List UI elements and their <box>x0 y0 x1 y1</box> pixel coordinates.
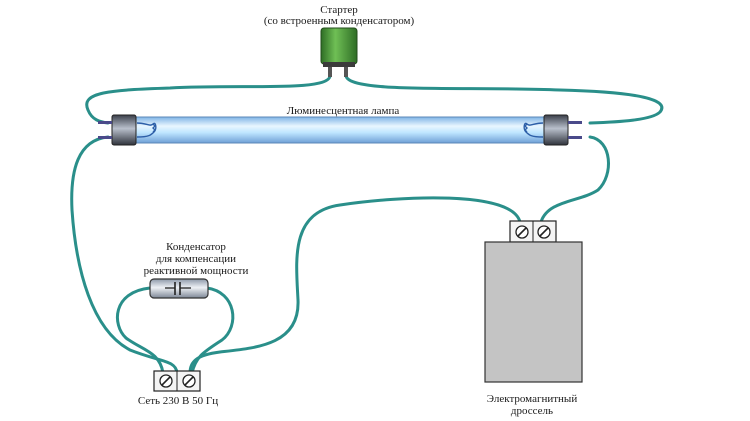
capacitor-icon <box>149 278 209 299</box>
mains-screw-left-slot <box>161 376 171 386</box>
fluorescent-lamp: Люминесцентная лампа <box>98 105 582 146</box>
capacitor-label-line3: реактивной мощности <box>144 265 249 277</box>
choke-label-line1: Электромагнитный <box>487 393 578 405</box>
wire-lamp-right-to-choke <box>539 135 610 224</box>
mains-screw-right-slot <box>184 376 194 386</box>
wire-starter-right <box>344 74 664 125</box>
starter-base <box>323 62 355 67</box>
mains-label: Сеть 230 В 50 Гц <box>138 395 218 407</box>
capacitor: Конденсатор для компенсации реактивной м… <box>144 241 249 299</box>
right-filament-icon <box>523 122 544 138</box>
lamp-right-cap <box>543 114 569 146</box>
lamp-right-pin-top <box>568 121 582 124</box>
starter-subtitle: (со встроенным конденсатором) <box>264 15 415 27</box>
fluorescent-tube-icon <box>134 116 546 144</box>
starter-pin-right <box>344 67 348 77</box>
lamp-right-pin-bottom <box>568 136 582 139</box>
wire-capacitor-left <box>115 286 165 375</box>
capacitor-label-line2: для компенсации <box>156 253 236 265</box>
choke-screw-left-slot <box>517 227 527 237</box>
lamp-left-pin-bottom <box>98 136 112 139</box>
choke-body-icon <box>484 241 583 383</box>
left-filament-icon <box>136 122 157 138</box>
starter-pin-left <box>328 67 332 77</box>
choke-screw-right-slot <box>539 227 549 237</box>
wire-starter-left <box>85 74 332 125</box>
lamp-left-pin-top <box>98 121 112 124</box>
right-filament-coil <box>524 123 528 133</box>
capacitor-label-line1: Конденсатор <box>166 241 226 253</box>
choke-label-line2: дроссель <box>511 405 553 417</box>
wire-capacitor-right <box>190 286 235 375</box>
starter-icon <box>320 27 358 65</box>
mains-terminal-block: Сеть 230 В 50 Гц <box>138 370 218 407</box>
lamp-left-cap <box>111 114 137 146</box>
wire-choke-to-mains <box>188 196 522 375</box>
starter-title: Стартер <box>320 4 358 16</box>
lamp-label: Люминесцентная лампа <box>287 105 400 117</box>
wires <box>70 74 664 375</box>
starter: Стартер (со встроенным конденсатором) <box>264 4 415 77</box>
choke: Электромагнитный дроссель <box>484 220 583 417</box>
left-filament-coil <box>152 123 156 133</box>
